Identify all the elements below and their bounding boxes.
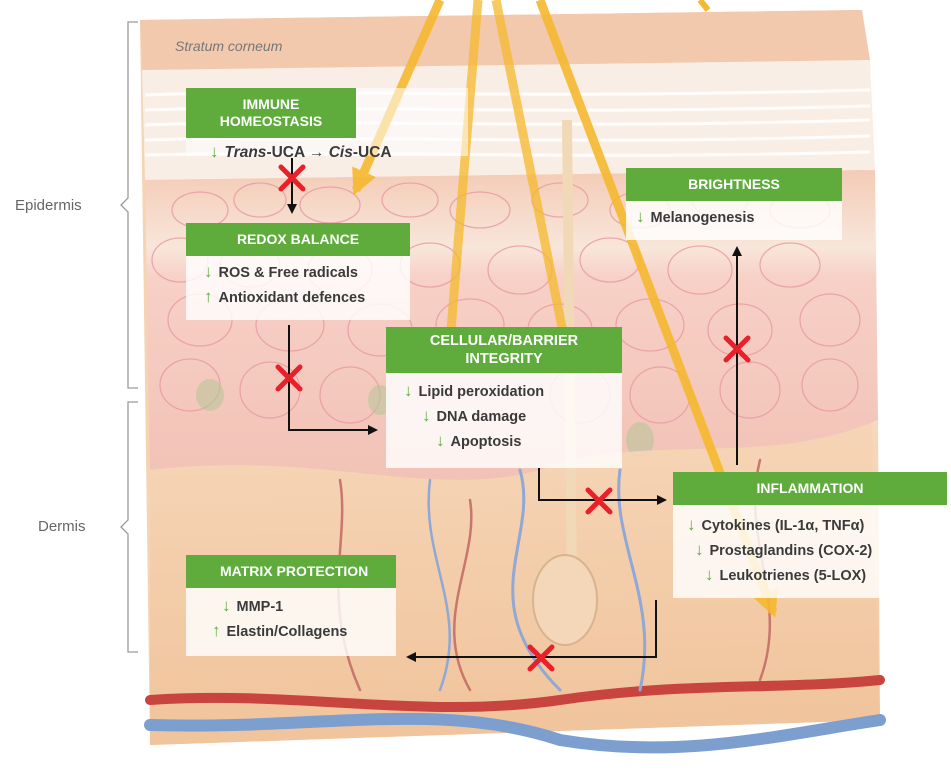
- melanogenesis-text: Melanogenesis: [651, 210, 755, 226]
- stratum-corneum-label: Stratum corneum: [175, 38, 282, 54]
- increase-arrow-icon: ↑: [212, 621, 221, 640]
- epidermis-label: Epidermis: [15, 197, 82, 214]
- decrease-arrow-icon: ↓: [695, 540, 704, 559]
- cellular-line-2: ↓ DNA damage: [404, 404, 622, 429]
- matrix-line-2: ↑ Elastin/Collagens: [212, 619, 396, 644]
- cis-text: Cis: [329, 144, 353, 161]
- cellular-barrier-title: CELLULAR/BARRIER INTEGRITY: [386, 327, 622, 373]
- increase-arrow-icon: ↑: [204, 287, 213, 306]
- cellular-line-3: ↓ Apoptosis: [404, 429, 622, 454]
- uca-text: -UCA →: [266, 144, 328, 161]
- uca-text-2: -UCA: [353, 144, 392, 161]
- epidermis-bracket: [121, 22, 138, 388]
- elastin-text: Elastin/Collagens: [227, 624, 348, 640]
- uv-ray-fragment: [700, 0, 708, 10]
- decrease-arrow-icon: ↓: [204, 262, 213, 281]
- decrease-arrow-icon: ↓: [687, 515, 696, 534]
- decrease-arrow-icon: ↓: [705, 565, 714, 584]
- cellular-barrier-box: CELLULAR/BARRIER INTEGRITY ↓ Lipid peroxi…: [386, 327, 622, 468]
- decrease-arrow-icon: ↓: [210, 142, 219, 161]
- inflammation-line-2: ↓ Prostaglandins (COX-2): [687, 538, 947, 563]
- leukotrienes-text: Leukotrienes (5-LOX): [720, 568, 867, 584]
- decrease-arrow-icon: ↓: [436, 431, 445, 450]
- redox-balance-title: REDOX BALANCE: [186, 223, 410, 256]
- dermis-bracket: [121, 402, 138, 652]
- decrease-arrow-icon: ↓: [222, 596, 231, 615]
- lipid-text: Lipid peroxidation: [419, 384, 545, 400]
- brightness-title: BRIGHTNESS: [626, 168, 842, 201]
- immune-homeostasis-line: ↓ Trans-UCA → Cis-UCA: [186, 140, 468, 165]
- brightness-line-1: ↓ Melanogenesis: [636, 205, 842, 230]
- immune-homeostasis-title: IMMUNE HOMEOSTASIS: [186, 88, 356, 138]
- decrease-arrow-icon: ↓: [422, 406, 431, 425]
- inflammation-box: INFLAMMATION ↓ Cytokines (IL-1α, TNFα) ↓ P…: [673, 472, 947, 598]
- decrease-arrow-icon: ↓: [404, 381, 413, 400]
- cellular-line-1: ↓ Lipid peroxidation: [404, 379, 622, 404]
- inflammation-line-1: ↓ Cytokines (IL-1α, TNFα): [687, 513, 947, 538]
- trans-text: Trans: [225, 144, 267, 161]
- dermis-label: Dermis: [38, 518, 86, 535]
- redox-line-1: ↓ ROS & Free radicals: [204, 260, 410, 285]
- decrease-arrow-icon: ↓: [636, 207, 645, 226]
- redox-line-2: ↑ Antioxidant defences: [204, 285, 410, 310]
- matrix-protection-box: MATRIX PROTECTION ↓ MMP-1 ↑ Elastin/Collag…: [186, 555, 396, 656]
- matrix-protection-title: MATRIX PROTECTION: [186, 555, 396, 588]
- cytokines-text: Cytokines (IL-1α, TNFα): [702, 518, 865, 534]
- brightness-box: BRIGHTNESS ↓ Melanogenesis: [626, 168, 842, 240]
- inflammation-line-3: ↓ Leukotrienes (5-LOX): [687, 563, 947, 588]
- apoptosis-text: Apoptosis: [451, 434, 522, 450]
- matrix-line-1: ↓ MMP-1: [212, 594, 396, 619]
- redox-balance-box: REDOX BALANCE ↓ ROS & Free radicals ↑ Anti…: [186, 223, 410, 320]
- antioxidant-text: Antioxidant defences: [219, 290, 366, 306]
- mmp1-text: MMP-1: [237, 599, 284, 615]
- prostaglandins-text: Prostaglandins (COX-2): [710, 543, 873, 559]
- immune-homeostasis-box: IMMUNE HOMEOSTASIS ↓Trans-UCA → Cis-UCA: [186, 88, 468, 156]
- inflammation-title: INFLAMMATION: [673, 472, 947, 505]
- dna-text: DNA damage: [437, 409, 527, 425]
- ros-text: ROS & Free radicals: [219, 265, 358, 281]
